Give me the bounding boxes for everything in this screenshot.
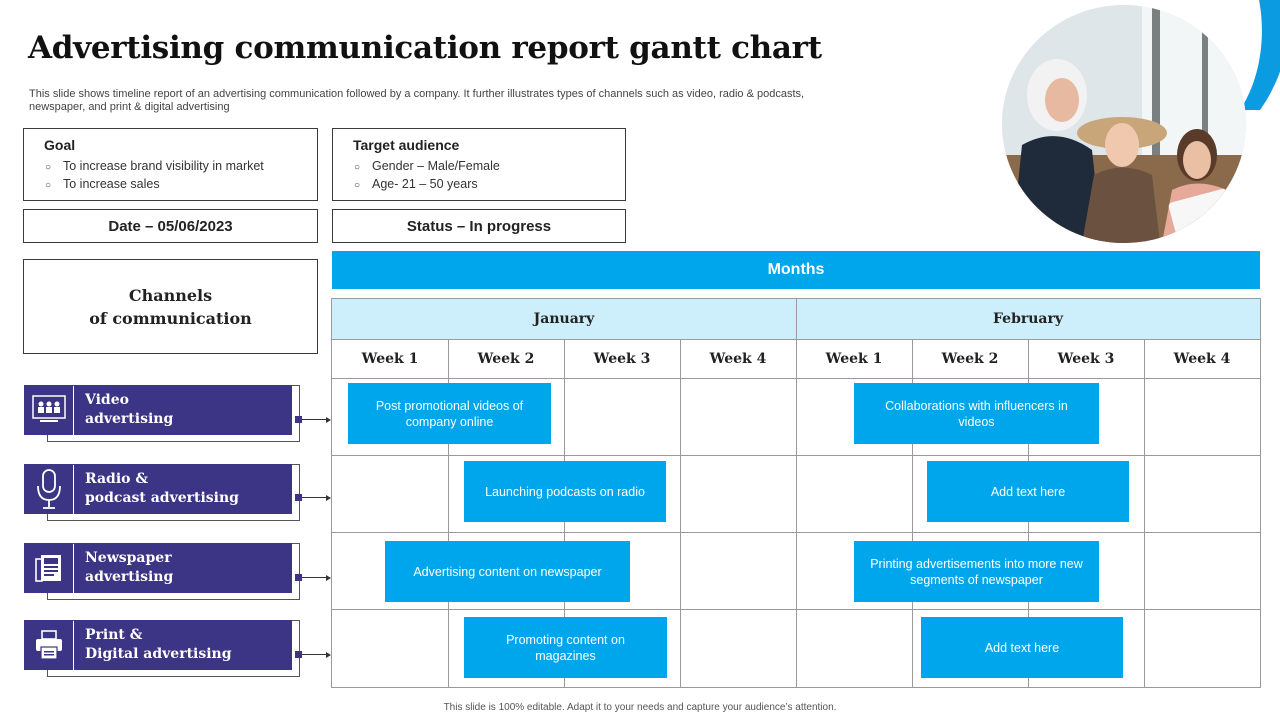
goal-heading: Goal <box>44 137 76 153</box>
circle-bullet-icon: ○ <box>45 162 52 173</box>
channel-label-print-digital: Print &Digital advertising <box>74 620 292 670</box>
target-audience-list: ○Gender – Male/Female ○Age- 21 – 50 year… <box>354 158 500 194</box>
week-header: Week 3 <box>593 351 651 367</box>
connector-line <box>302 419 326 420</box>
channels-heading-box: Channels of communication <box>23 259 318 354</box>
channels-heading-line2: of communication <box>89 308 252 328</box>
task-bar: Launching podcasts on radio <box>464 461 666 522</box>
list-item: ○To increase sales <box>45 176 264 194</box>
connector-dot <box>295 416 302 423</box>
month-february: February <box>796 299 1260 339</box>
status-box: Status – In progress <box>332 209 626 243</box>
week-header: Week 1 <box>361 351 419 367</box>
arrow-right-icon <box>326 652 331 658</box>
goal-list: ○To increase brand visibility in market … <box>45 158 264 194</box>
week-header: Week 2 <box>941 351 999 367</box>
channels-heading-line1: Channels <box>128 285 213 305</box>
circle-bullet-icon: ○ <box>354 162 361 173</box>
week-header: Week 3 <box>1057 351 1115 367</box>
task-bar: Printing advertisements into more new se… <box>854 541 1099 602</box>
video-people-icon <box>24 385 73 435</box>
target-audience-box: Target audience ○Gender – Male/Female ○A… <box>332 128 626 201</box>
circle-bullet-icon: ○ <box>45 180 52 191</box>
connector-line <box>302 654 326 655</box>
slide-title: Advertising communication report gantt c… <box>28 30 822 66</box>
months-header: Months <box>332 251 1260 289</box>
list-item: ○Age- 21 – 50 years <box>354 176 500 194</box>
circle-bullet-icon: ○ <box>354 180 361 191</box>
week-header: Week 1 <box>825 351 883 367</box>
task-bar: Collaborations with influencers in video… <box>854 383 1099 444</box>
grid-line <box>331 298 332 688</box>
list-item: ○Gender – Male/Female <box>354 158 500 176</box>
team-photo-image <box>1002 5 1246 243</box>
week-header: Week 4 <box>709 351 767 367</box>
week-header: Week 2 <box>477 351 535 367</box>
connector-dot <box>295 651 302 658</box>
date-box: Date – 05/06/2023 <box>23 209 318 243</box>
task-bar: Post promotional videos of company onlin… <box>348 383 551 444</box>
task-bar: Advertising content on newspaper <box>385 541 630 602</box>
week-header: Week 4 <box>1173 351 1231 367</box>
arrow-right-icon <box>326 495 331 501</box>
list-item: ○To increase brand visibility in market <box>45 158 264 176</box>
connector-line <box>302 577 326 578</box>
arrow-right-icon <box>326 417 331 423</box>
footer-note: This slide is 100% editable. Adapt it to… <box>443 702 837 713</box>
task-bar: Add text here <box>927 461 1129 522</box>
newspaper-icon <box>24 543 73 593</box>
grid-line <box>1260 298 1261 688</box>
task-bar: Add text here <box>921 617 1123 678</box>
decorative-swoosh <box>1240 0 1280 110</box>
grid-line <box>448 339 449 688</box>
grid-line <box>796 298 797 688</box>
microphone-icon <box>24 464 73 514</box>
grid-line <box>1144 339 1145 688</box>
slide-subtitle: This slide shows timeline report of an a… <box>29 88 805 113</box>
task-bar: Promoting content on magazines <box>464 617 667 678</box>
channel-label-radio: Radio &podcast advertising <box>74 464 292 514</box>
target-audience-heading: Target audience <box>353 137 460 153</box>
connector-line <box>302 497 326 498</box>
connector-dot <box>295 494 302 501</box>
month-january: January <box>332 299 796 339</box>
connector-dot <box>295 574 302 581</box>
goal-box: Goal ○To increase brand visibility in ma… <box>23 128 318 201</box>
arrow-right-icon <box>326 575 331 581</box>
grid-line <box>680 339 681 688</box>
grid-line <box>912 339 913 688</box>
printer-icon <box>24 620 73 670</box>
